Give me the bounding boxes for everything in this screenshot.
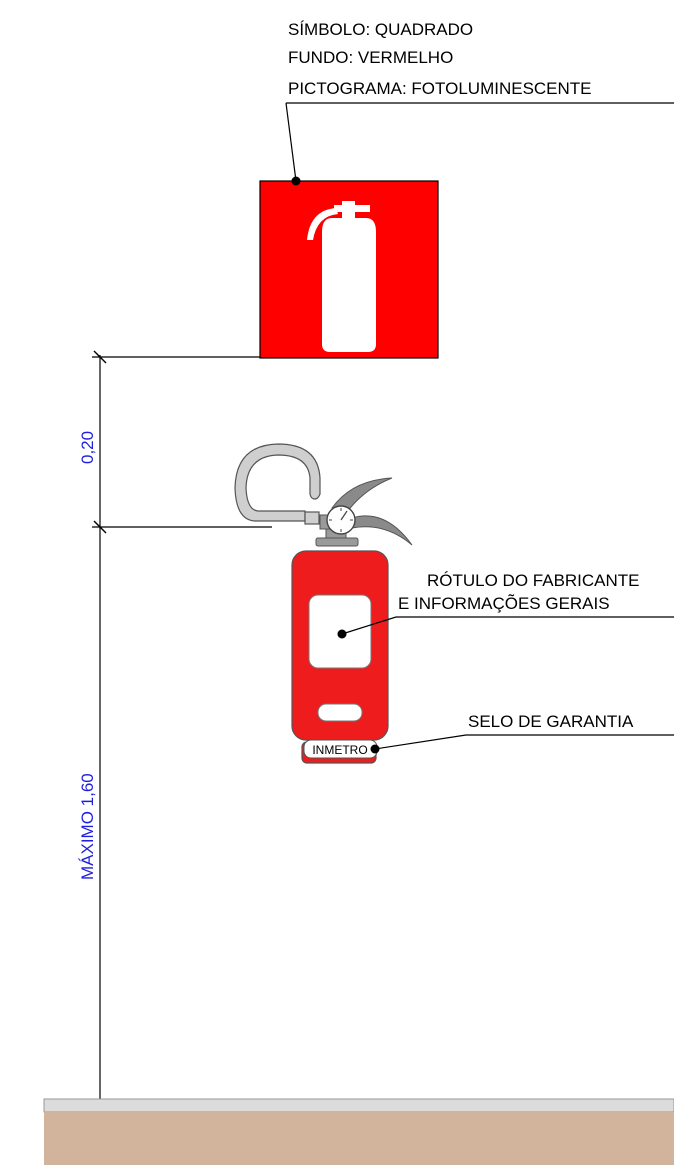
- warranty-leader: [374, 734, 467, 750]
- dimension-lower: MÁXIMO 1,60: [78, 773, 97, 880]
- upper-lever: [331, 477, 393, 516]
- manufacturer-leader: [341, 616, 397, 635]
- dimension-upper: 0,20: [78, 431, 97, 464]
- sign-spec-symbol: SÍMBOLO: QUADRADO: [288, 20, 473, 39]
- inmetro-seal-text: INMETRO: [312, 743, 367, 757]
- lower-lever: [351, 515, 413, 546]
- extinguisher-slot: [317, 703, 363, 722]
- manufacturer-leader-dot: [337, 629, 347, 639]
- extinguisher-pictogram-icon: [307, 201, 376, 352]
- dimension-line: [92, 350, 272, 1128]
- extinguisher-sign: [259, 176, 439, 359]
- fire-extinguisher: INMETRO: [234, 443, 413, 764]
- manufacturer-label-line1: RÓTULO DO FABRICANTE: [427, 571, 640, 590]
- hose: [234, 443, 321, 522]
- floor-substrate: [44, 1112, 674, 1165]
- valve-collar: [315, 537, 359, 547]
- warranty-seal-label: SELO DE GARANTIA: [468, 712, 634, 731]
- sign-leader-dot: [291, 176, 301, 186]
- hose-connector: [304, 511, 320, 525]
- sign-spec-background: FUNDO: VERMELHO: [288, 48, 453, 67]
- sign-spec-pictogram: PICTOGRAMA: FOTOLUMINESCENTE: [288, 79, 592, 98]
- pressure-gauge-icon: [326, 505, 356, 535]
- sign-spec-leader: [285, 102, 297, 182]
- floor-finish: [43, 1098, 674, 1113]
- manufacturer-label-line2: E INFORMAÇÕES GERAIS: [398, 594, 610, 613]
- warranty-leader-dot: [370, 744, 380, 754]
